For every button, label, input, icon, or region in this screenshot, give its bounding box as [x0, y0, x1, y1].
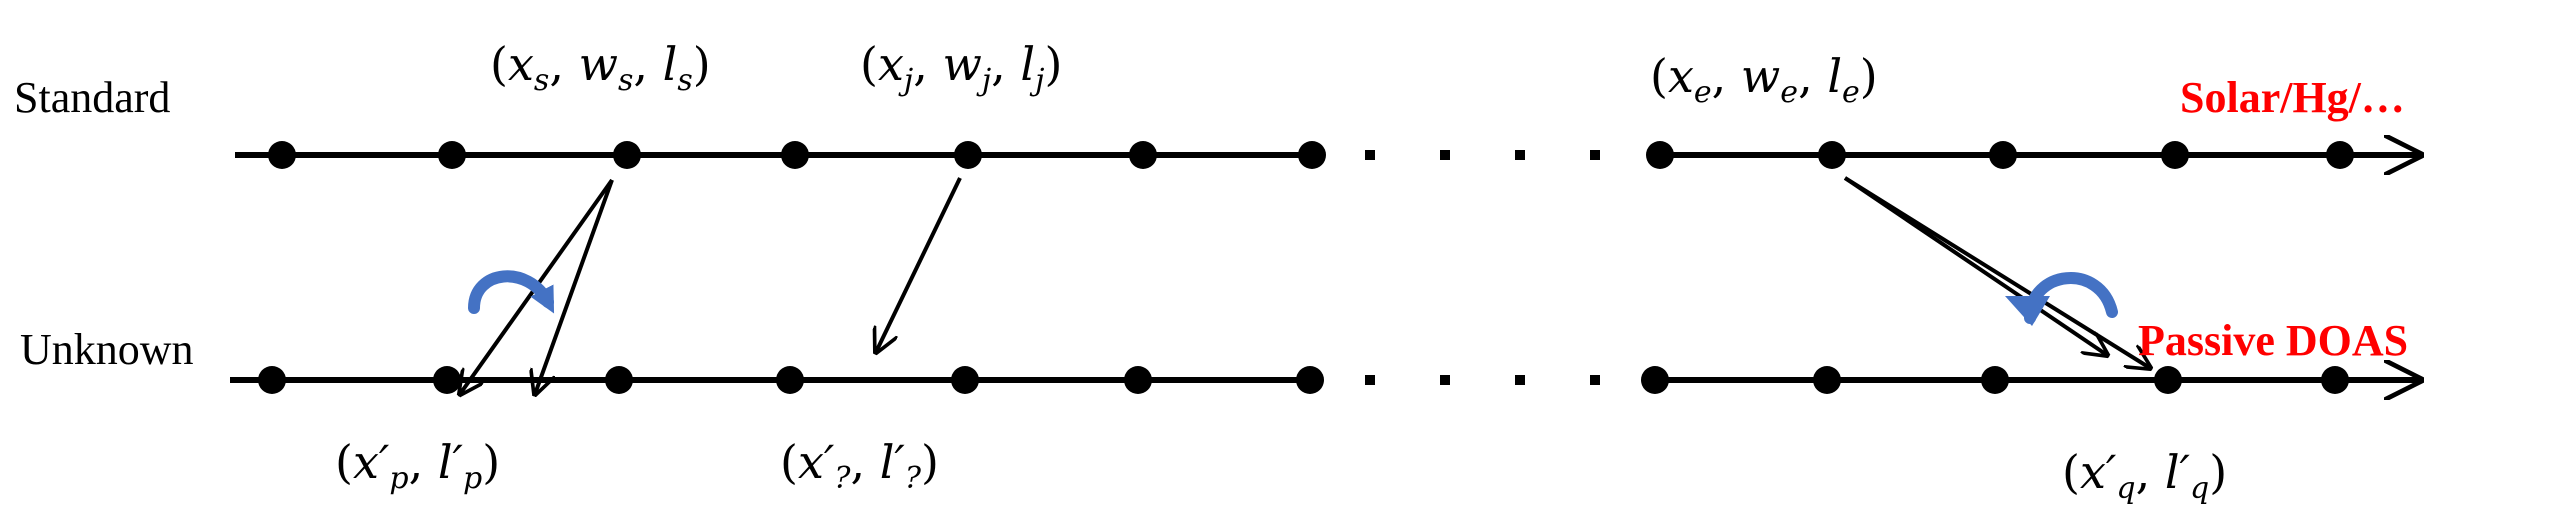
standard-row-label: Standard	[14, 73, 170, 122]
standard-point	[2161, 141, 2189, 169]
unknown-points	[258, 366, 2349, 394]
curved-arrow-right-head-icon	[2005, 296, 2050, 326]
map-arrow-j	[876, 177, 962, 352]
standard-point	[268, 141, 296, 169]
unknown-point	[951, 366, 979, 394]
unknown-point	[605, 366, 633, 394]
standard-source-tag: Solar/Hg/…	[2180, 73, 2405, 122]
unknown-point	[1981, 366, 2009, 394]
unknown-point	[1813, 366, 1841, 394]
map-arrow-s-2	[535, 179, 614, 394]
standard-point	[438, 141, 466, 169]
unknown-row-label: Unknown	[20, 325, 194, 374]
unknown-point	[1124, 366, 1152, 394]
unknown-point	[1641, 366, 1669, 394]
standard-point-e	[1818, 141, 1846, 169]
standard-point	[2326, 141, 2354, 169]
standard-point	[1129, 141, 1157, 169]
label-p: (x′p, l′p)	[335, 435, 500, 496]
label-j: (xj, wj, lj)	[860, 37, 1062, 98]
standard-points	[268, 141, 2354, 169]
map-arrow-e-2	[1843, 176, 2150, 368]
unknown-source-tag: Passive DOAS	[2138, 316, 2408, 365]
label-unknown-match: (x′?, l′?)	[780, 435, 939, 496]
standard-point-j	[954, 141, 982, 169]
unknown-point	[776, 366, 804, 394]
unknown-point	[1296, 366, 1324, 394]
unknown-ellipsis	[1365, 375, 1600, 385]
unknown-point	[2321, 366, 2349, 394]
standard-point	[781, 141, 809, 169]
standard-point	[1298, 141, 1326, 169]
standard-point-s	[613, 141, 641, 169]
curved-arrow-left-icon	[468, 270, 555, 314]
unknown-point-q	[2154, 366, 2182, 394]
label-q: (x′q, l′q)	[2062, 445, 2227, 506]
mapping-arrows	[460, 176, 2150, 394]
standard-point	[1646, 141, 1674, 169]
unknown-point	[258, 366, 286, 394]
standard-point	[1989, 141, 2017, 169]
standard-ellipsis	[1365, 150, 1600, 160]
label-e: (xe, we, le)	[1650, 49, 1878, 110]
label-s: (xs, ws, ls)	[490, 37, 711, 98]
unknown-point-p	[433, 366, 461, 394]
